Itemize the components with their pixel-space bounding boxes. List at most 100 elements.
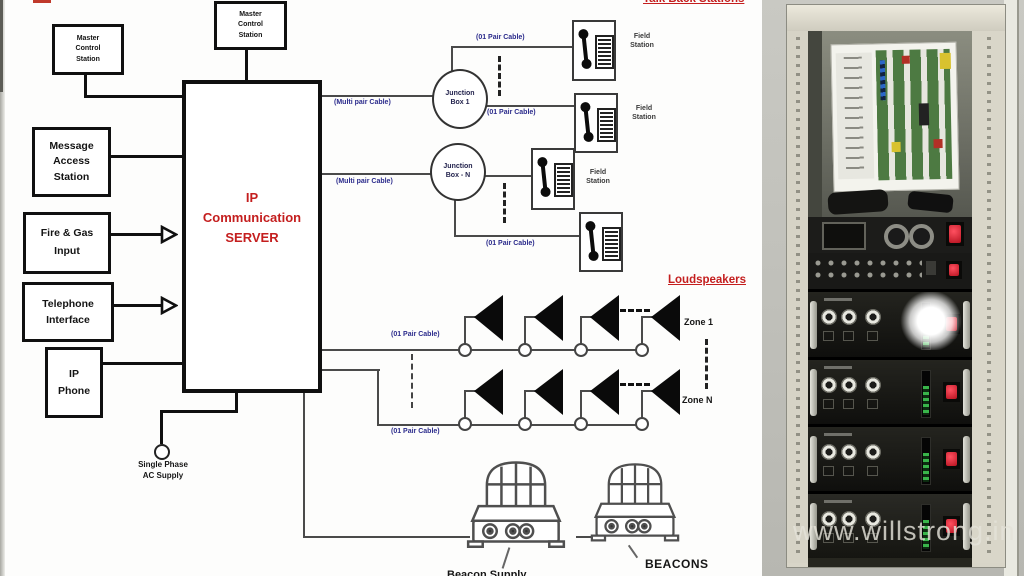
cabinet-top-panel [787,5,1005,33]
switch [867,331,878,341]
rack-handle [810,301,817,349]
switch [867,533,878,543]
button-grid [814,259,922,283]
switch [867,399,878,409]
knob [841,511,857,527]
multi-pair-cable-line [314,173,432,175]
keypad-icon [602,227,621,261]
field-station-label: Field Station [586,169,610,186]
chip-column [879,60,886,101]
loudspeakers-title: Loudspeakers [668,274,746,286]
speaker-stub [580,390,592,392]
handset-icon [577,28,593,70]
pair-cable-line [454,195,456,237]
red-button [946,222,964,246]
switch [823,399,834,409]
beacon-feed [303,536,470,538]
chip [939,52,952,70]
red-button [943,449,960,469]
beacon-icon [590,463,680,542]
ip-communication-server-box: IP Communication SERVER [182,80,322,393]
switch [843,533,854,543]
speaker-stub [524,390,536,392]
speaker-stub [580,391,582,419]
continuation-dashes [411,354,413,408]
pair-cable-line [451,46,573,48]
loudspeaker-icon [651,295,680,341]
vu-meter [921,370,931,418]
continuation-dashes [498,56,501,96]
connector-line [108,304,162,307]
message-access-station-label: Message Access Station [49,140,94,183]
pair-cable-line [483,105,575,107]
chip [933,139,943,149]
speaker-stub [464,390,476,392]
rail-holes [987,37,991,557]
master-control-station-label: Master Control Station [75,35,101,63]
photo-right-wall-line [1017,0,1019,576]
pcb-panel [830,41,960,193]
cable-label: (01 Pair Cable) [486,240,535,247]
equipment-cabinet-photo [762,0,1024,576]
cabinet-interior-top [808,31,972,217]
cable-tap-node [635,417,649,431]
cable-label: (01 Pair Cable) [487,109,536,116]
amplifier-unit [808,357,972,427]
junction-box-1-node: Junction Box 1 [432,69,488,129]
rack-unit [808,217,972,253]
keypad-icon [595,35,614,69]
red-button [946,261,962,279]
handset-icon [584,220,600,262]
keypad-icon [597,108,616,142]
camera-flash-glare [900,292,962,350]
master-control-station-label: Master Control Station [238,11,263,39]
keypad-icon [554,163,573,197]
arrow-right-icon [160,225,178,244]
ip-communication-server-label: IP Communication SERVER [202,190,302,246]
ac-supply-terminal [154,444,170,460]
rack-handle [963,436,970,483]
mini-display [926,261,936,275]
interior-shadow [808,31,822,217]
speaker-stub [641,390,653,392]
red-button [943,516,960,536]
field-station-label: Field Station [630,33,654,50]
talk-back-stations-title: Talk Back Stations [643,0,744,5]
rack-unit [808,253,972,289]
multi-pair-cable-line [314,95,434,97]
switch [843,466,854,476]
cable-tap-node [458,417,472,431]
switch [867,466,878,476]
cable-bundle [827,188,889,216]
loudspeaker-icon [590,295,619,341]
loudspeaker-icon [534,295,563,341]
pair-cable-line [481,175,532,177]
beacons-label: BEACONS [645,557,709,571]
switch [823,466,834,476]
knob [841,309,857,325]
unit-label [824,500,852,503]
speaker-stub [464,316,476,318]
cable-tap-node [458,343,472,357]
switch [823,533,834,543]
beacon-supply-label: Beacon Supply [447,569,527,576]
telephone-interface-label: Telephone Interface [42,297,94,326]
cabinet-frame [786,4,1006,568]
zone-continuation-dashes [705,339,708,389]
beacon-icon [466,461,566,548]
amplifier-unit [808,424,972,494]
xlr-connector [884,224,909,249]
continuation-dashes [503,183,506,223]
watermark-text: www.willstrong.in [793,516,1016,546]
rack-handle [963,503,970,550]
loudspeaker-icon [474,295,503,341]
field-station-icon [531,148,575,210]
speaker-stub [464,317,466,345]
xlr-connector [909,224,934,249]
red-button [943,382,960,402]
speaker-stub [524,317,526,345]
speaker-stub [524,316,536,318]
speaker-feed [314,369,380,371]
chip [901,55,910,64]
knob [865,444,881,460]
